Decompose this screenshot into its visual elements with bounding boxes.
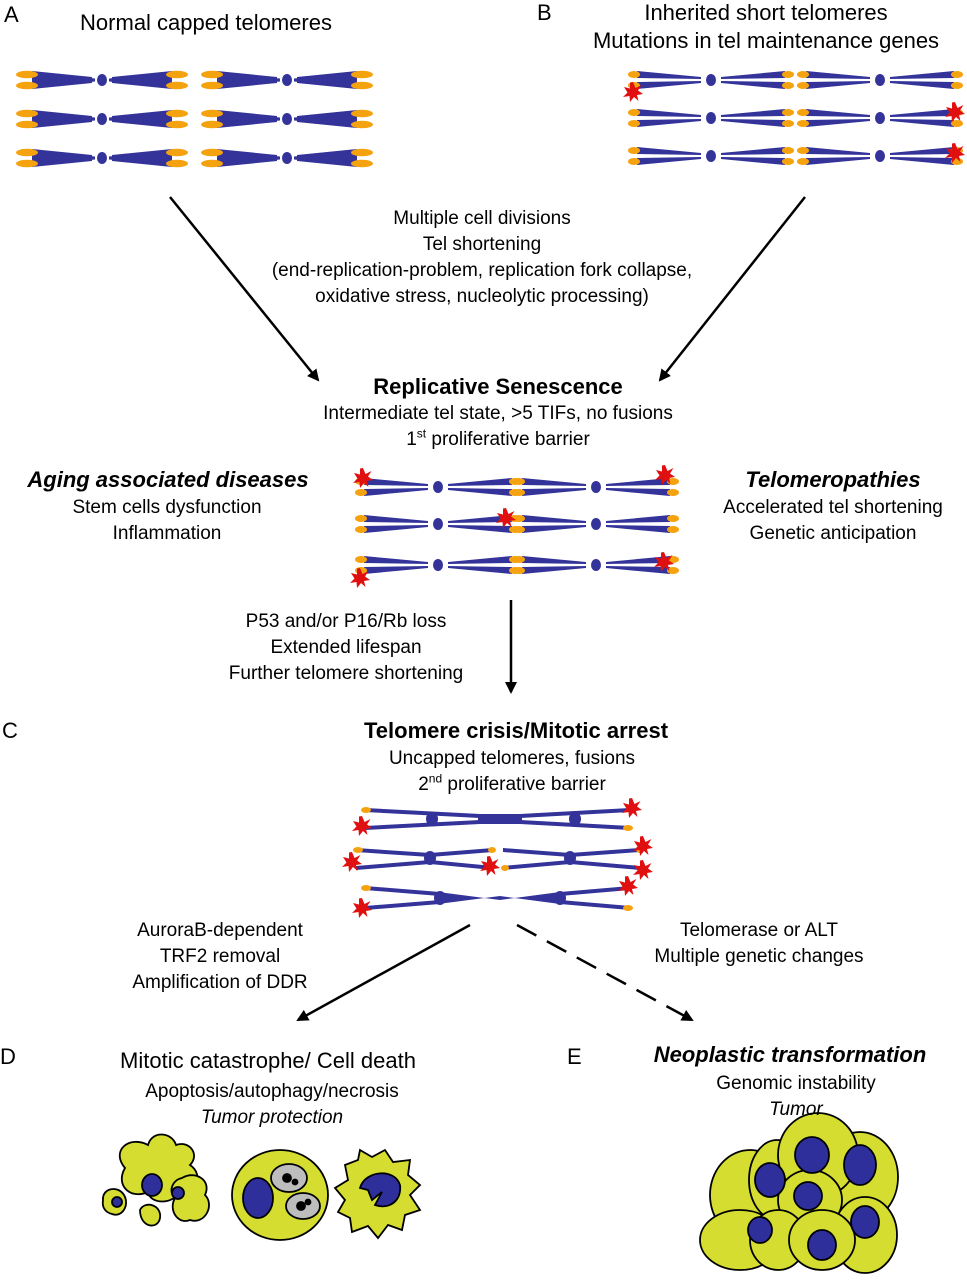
panel-b-chromosomes xyxy=(623,71,965,165)
panel-e-letter: E xyxy=(567,1044,582,1069)
division-text-line4: oxidative stress, nucleolytic processing… xyxy=(315,286,649,307)
aging-line2: Inflammation xyxy=(112,523,222,544)
neoplastic-line2: Tumor xyxy=(769,1099,823,1120)
division-text-line2: Tel shortening xyxy=(422,234,542,255)
telomeropathies-line2: Genetic anticipation xyxy=(749,523,917,544)
panel-b-letter: B xyxy=(537,0,552,25)
damage-icon xyxy=(618,876,638,896)
catastrophe-title: Mitotic catastrophe/ Cell death xyxy=(120,1048,416,1073)
senescence-title: Replicative Senescence xyxy=(373,374,623,399)
panel-a-title: Normal capped telomeres xyxy=(80,10,332,35)
arrow-crisis-to-neoplastic xyxy=(516,923,694,1022)
arrow-crisis-to-death xyxy=(296,923,471,1022)
dying-cells xyxy=(101,1133,422,1241)
senescence-line2: 1st proliferative barrier xyxy=(406,426,590,450)
panel-a-letter: A xyxy=(4,2,19,27)
division-text-line1: Multiple cell divisions xyxy=(393,208,571,229)
tumor-cells xyxy=(699,1112,899,1274)
panel-d-letter: D xyxy=(0,1044,16,1069)
senescence-line1: Intermediate tel state, >5 TIFs, no fusi… xyxy=(323,403,673,424)
crisis-title: Telomere crisis/Mitotic arrest xyxy=(363,718,669,743)
panel-b-title-line1: Inherited short telomeres xyxy=(644,0,888,25)
division-text-line3: (end-replication-problem, replication fo… xyxy=(271,260,693,281)
panel-c-letter: C xyxy=(2,718,18,743)
aging-title: Aging associated diseases xyxy=(27,467,309,492)
damage-icon xyxy=(633,836,653,856)
arrow-b-to-senescence xyxy=(658,196,806,382)
aurora-line1: AuroraB-dependent xyxy=(137,920,303,941)
catastrophe-line1: Apoptosis/autophagy/necrosis xyxy=(145,1081,399,1102)
aging-line1: Stem cells dysfunction xyxy=(72,497,262,518)
crisis-line2: 2nd proliferative barrier xyxy=(418,771,606,795)
neoplastic-line1: Genomic instability xyxy=(716,1073,876,1094)
catastrophe-line2: Tumor protection xyxy=(200,1107,344,1128)
panel-b-title-line2: Mutations in tel maintenance genes xyxy=(592,28,940,53)
neoplastic-title: Neoplastic transformation xyxy=(653,1042,927,1067)
damage-icon xyxy=(352,816,372,836)
damage-icon xyxy=(622,798,642,818)
panel-a-chromosomes xyxy=(16,70,373,168)
damage-icon xyxy=(633,860,653,880)
crisis-line1: Uncapped telomeres, fusions xyxy=(388,748,636,769)
loss-text-line1: P53 and/or P16/Rb loss xyxy=(245,611,447,632)
aurora-line3: Amplification of DDR xyxy=(132,972,308,993)
senescence-chromosomes xyxy=(350,465,679,588)
telomeropathies-title: Telomeropathies xyxy=(745,467,921,492)
telomerase-line2: Multiple genetic changes xyxy=(654,946,864,967)
aurora-line2: TRF2 removal xyxy=(159,946,281,967)
arrow-a-to-senescence xyxy=(169,196,320,382)
loss-text-line2: Extended lifespan xyxy=(270,637,422,658)
damage-icon xyxy=(352,898,372,918)
crisis-chromosomes xyxy=(342,798,653,918)
loss-text-line3: Further telomere shortening xyxy=(228,663,464,684)
telomerase-line1: Telomerase or ALT xyxy=(679,920,839,941)
telomeropathies-line1: Accelerated tel shortening xyxy=(723,497,943,518)
